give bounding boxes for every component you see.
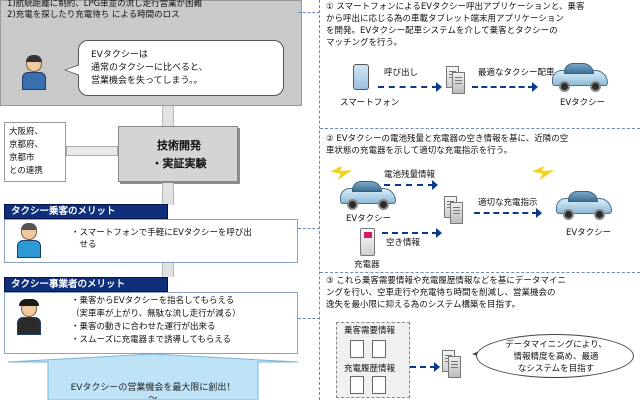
passenger-merit-panel: ・スマートフォンで手軽にEVタクシーを呼び出 せる bbox=[4, 219, 298, 263]
operator-merit-header: タクシー事業者のメリット bbox=[4, 277, 168, 292]
tech-line-1: 技術開発 bbox=[157, 139, 201, 152]
quote-line-1: EVタクシーは bbox=[91, 50, 148, 60]
operator-merit-panel: ・乗客からEVタクシーを指名してもらえる （実車率が上がり、無駄な流し走行が減る… bbox=[4, 292, 298, 354]
ev-taxi-car-icon-3 bbox=[556, 190, 616, 224]
s1-text-2: から呼出に応じる為の車載タブレット端末用アプリケーション bbox=[326, 14, 564, 24]
problem-line-2: 2)充電を探したり充電待ち による時間のロス bbox=[7, 10, 180, 20]
tech-dev-box: 技術開発 ・実証実験 bbox=[118, 126, 238, 182]
s1-text-3: を開発。EVタクシー配車システムを介して乗客とタクシーの bbox=[326, 26, 558, 36]
ev-taxi-car-icon bbox=[552, 62, 612, 96]
result-line-1: EVタクシーの営業機会を最大限に創出！ bbox=[70, 383, 236, 393]
battery-arrow bbox=[384, 180, 438, 190]
s3-text-1: ③ これら乗客需要情報や充電履歴情報などを基にデータマイニ bbox=[326, 276, 566, 286]
cities-box: 大阪府、 京都府、 京都市 との連携 bbox=[4, 122, 66, 182]
vacancy-arrow bbox=[382, 228, 442, 238]
charger-icon bbox=[360, 228, 375, 256]
s2-charger-label: 充電器 bbox=[354, 260, 380, 270]
s3-demand-label: 乗客需要情報 bbox=[344, 326, 396, 336]
city-2: 京都府、 bbox=[9, 140, 44, 150]
s2-instruction-label: 適切な充電指示 bbox=[478, 198, 538, 208]
city-3: 京都市 bbox=[9, 153, 35, 163]
s2-text-2: 車状態の充電器を示して適切な充電指示を行う。 bbox=[326, 146, 513, 156]
data-mining-callout: データマイニングにより、 情報精度を高め、最適 なシステムを目指す bbox=[476, 334, 634, 378]
s1-text-1: ① スマートフォンによるEVタクシー呼出アプリケーションと、乗客 bbox=[326, 2, 585, 12]
flow-connector-mid bbox=[162, 183, 174, 205]
driver-speech-bubble: EVタクシーは 通常のタクシーに比べると、 営業機会を失ってしまう。。 bbox=[78, 40, 284, 96]
connector-3 bbox=[298, 318, 320, 319]
mining-arrow bbox=[410, 362, 440, 372]
ev-taxi-car-icon-2 bbox=[340, 180, 400, 214]
passenger-merit-line-2: せる bbox=[71, 240, 97, 250]
s1-phone-label: スマートフォン bbox=[340, 98, 400, 108]
divider-2 bbox=[320, 272, 640, 273]
operator-merit-line-1: ・乗客からEVタクシーを指名してもらえる bbox=[71, 296, 235, 306]
tech-line-2: ・実証実験 bbox=[151, 157, 207, 170]
s3-history-label: 充電履歴情報 bbox=[344, 364, 396, 374]
document-icon-3 bbox=[350, 376, 364, 394]
operator-merit-line-3: ・乗客の動きに合わせた運行が出来る bbox=[71, 322, 216, 332]
s1-dispatch-label: 最適なタクシー配車 bbox=[478, 68, 555, 78]
oval-line-1: データマイニングにより、 bbox=[505, 340, 607, 350]
result-arrow-shape bbox=[8, 354, 298, 400]
instruction-arrow bbox=[474, 208, 542, 218]
result-line-2: 〜 bbox=[148, 394, 158, 400]
quote-line-3: 営業機会を失ってしまう。。 bbox=[91, 76, 203, 86]
problem-line-1: 1)航続距離に制約、LPG車並の流し走行営業が困難 bbox=[7, 0, 203, 9]
s2-text-1: ② EVタクシーの電池残量と充電器の空き情報を基に、近隣の空 bbox=[326, 134, 569, 144]
oval-line-3: なシステムを目指す bbox=[517, 364, 595, 374]
s1-text-4: マッチングを行う。 bbox=[326, 38, 402, 48]
city-4: との連携 bbox=[9, 166, 43, 176]
smartphone-icon bbox=[353, 64, 369, 90]
s3-text-2: ングを行い、空車走行や充電待ち時間を削減し、営業機会の bbox=[326, 288, 556, 298]
oval-line-2: 情報精度を高め、最適 bbox=[513, 352, 599, 362]
cities-arrow bbox=[66, 146, 118, 156]
s1-car-label: EVタクシー bbox=[560, 98, 606, 108]
dispatch-arrow bbox=[472, 82, 538, 92]
s2-battery-label: 電池残量情報 bbox=[384, 170, 436, 180]
divider-1 bbox=[320, 128, 640, 129]
passenger-merit-line-1: ・スマートフォンで手軽にEVタクシーを呼び出 bbox=[71, 228, 252, 238]
s2-car-label: EVタクシー bbox=[346, 214, 392, 224]
server-icon-2 bbox=[450, 202, 463, 224]
document-icon-4 bbox=[372, 376, 386, 394]
document-icon-2 bbox=[372, 340, 386, 358]
call-arrow bbox=[378, 82, 442, 92]
server-icon bbox=[452, 72, 465, 94]
s2-vacancy-label: 空き情報 bbox=[386, 238, 421, 248]
quote-line-2: 通常のタクシーに比べると、 bbox=[91, 63, 208, 73]
s3-text-3: 逸失を最小限に抑える為のシステム構築を目指す。 bbox=[326, 300, 521, 310]
document-icon-1 bbox=[350, 340, 364, 358]
connector-2 bbox=[298, 228, 320, 229]
flow-connector-top bbox=[162, 106, 174, 126]
passenger-merit-header: タクシー乗客のメリット bbox=[4, 204, 168, 219]
server-icon-3 bbox=[448, 356, 461, 378]
operator-merit-line-4: ・スムーズに充電器まで誘導してもらえる bbox=[71, 335, 232, 345]
bubble-tail-inner bbox=[66, 65, 80, 75]
operator-merit-line-2: （実車率が上がり、無駄な流し走行が減る） bbox=[71, 309, 241, 319]
city-1: 大阪府、 bbox=[9, 127, 44, 137]
s1-call-label: 呼び出し bbox=[384, 68, 419, 78]
flow-connector-low bbox=[162, 263, 174, 277]
connector-1 bbox=[298, 12, 320, 13]
result-arrow: EVタクシーの営業機会を最大限に創出！ 〜 bbox=[8, 354, 298, 400]
s2-car2-label: EVタクシー bbox=[566, 228, 612, 238]
